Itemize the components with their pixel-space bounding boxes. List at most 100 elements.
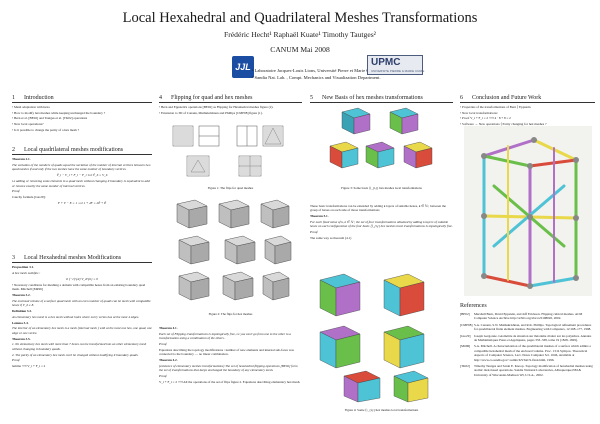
flipping-list: • Bern and Eppstein's operations [BE02] … [159,105,302,115]
figure-4-hex-transformations [319,273,429,403]
hex-transformation-pair [341,107,419,135]
list-item: • Mesh adaptation with hexa [12,105,50,109]
list-item: • Is it possible to change the parity of… [12,127,80,132]
list-item: • Extension to 3D of Canann, Muthukrishn… [159,110,263,115]
equation: Σ (−1)^{d} V_d^{b} = 0 [66,276,98,281]
list-item: • Software → New operations ⟨ Parity cha… [460,122,547,127]
theorem-text: The enclosed volume of a surface quad me… [12,298,151,308]
hex-transformation-block [319,273,361,317]
proof-label: Proof. [12,189,21,194]
figure-2-caption: Figure 2: The flips for hex meshes [208,312,253,316]
body-text: Cauchy formula [Gio29]: [12,195,46,200]
figure-3-caption: Figure 3: Some basis ⟨⟩_{i,j} hex meshes… [341,186,422,190]
poster-header: Local Hexahedral and Quadrilateral Meshe… [0,0,600,92]
theorem-heading: Theorem 3.5. [12,336,31,341]
figure-4-caption: Figure 4: Some ⟨⟩_{i,j} hex meshes local… [344,408,419,412]
theorem-text: (existence of elementary meshes transfor… [159,363,298,373]
hex-cluster-cube [222,271,254,301]
quad-mesh-cell [172,125,194,147]
poster-title: Local Hexahedral and Quadrilateral Meshe… [122,10,478,26]
hex-cluster-cube [262,271,290,301]
theorem-heading: Theorem 2.1. [12,157,31,161]
figure-1-caption: Figure 1: The flips for quad meshes [207,186,254,190]
hex-cluster-cube [178,271,210,301]
affiliation-2: ² Sandia Nat. Lab. , Compt. Mechanics an… [252,75,381,80]
figure-3-basis-transformations [329,107,433,169]
reference-item: [CMP98]S.A. Canann, S.N. Muthukrishnan, … [460,322,592,332]
list-item: • Bern et al. [BE02] and Tautges et al. … [12,116,88,121]
hex-cluster-cube [218,199,250,229]
theorem-heading: Theorem 3.2. [12,293,31,297]
lemma-text: The interior of an elementary hex mesh i… [12,326,152,335]
theorem-heading: Theorem 5.1. [310,214,329,219]
jjl-logo: JJL [232,56,254,78]
proposition-text: A hex mesh satisfies : [12,270,41,275]
quad-mesh-cell [262,125,284,147]
list-item: 1. No elementary hex mesh with more than… [12,342,147,351]
theorem-heading: Theorem 4.1. [159,326,178,330]
list-item: • Bern and Eppstein's operations [BE02] … [159,105,274,109]
remark-text: i.e adding or removing some elements in … [12,179,150,188]
upmc-logo: UPMC UNIVERSITE PIERRE & MARIE CURIE [367,55,424,75]
conclusion-list: • Properties of the transformations of B… [460,105,595,127]
hex-transformation-block [383,325,425,369]
reference-item: [TK02]Timothy Tautges and Sarah E. Knoop… [460,364,593,377]
reference-item: [BE02]Marshall Bern, David Eppstein, and… [460,312,583,321]
theorem-heading: Theorem 4.2. [159,358,178,362]
event-line: CANUM Mai 2008 [270,45,330,54]
proof-label: Proof. [159,342,168,346]
list-item: • New local transformations: [460,110,498,115]
list-item: • Proof V_i + F_i = 2 ⟹ 4 · 8 + 8 = 2 [460,116,511,121]
proof-text: V_i + F_i = 2 ⟹ All the operations of th… [159,379,301,384]
section-references: References [BE02]Marshall Bern, David Ep… [460,302,595,379]
list-item: • How to modify hex meshes while keeping… [12,110,106,115]
proof-label: Proof. [310,230,319,235]
theorem-text: For each fixed value of k, k ∈ ℕ ; the s… [310,220,453,229]
hex-transformation-block [393,370,429,403]
theorem-text: Each set of Flipping transformations is … [159,331,291,341]
quad-mesh-cell [186,155,210,177]
hex-cluster-cube [260,199,290,229]
proof-label: Proof. [159,374,168,378]
body-text: These basic transformations can be exten… [310,204,446,213]
proposition-heading: Proposition 3.1. [12,265,35,269]
photo-hex-model [464,126,592,296]
list-item: 2. The parity of an elementary hex mesh … [12,352,139,357]
hex-cluster-cube [264,235,292,265]
list-item: • New local operations? [12,122,44,127]
new-basis-text: These basic transformations can be exten… [310,204,453,242]
body-text: • Necessary conditions for meshing a dom… [12,282,146,292]
definition-heading: Definition 3.3. [12,309,32,313]
theorem-text: The variation of the numbers of quads eq… [12,162,151,172]
equation: F + V − E = 1 ⟹ 1 + 4F = 2Ẽ + Ẽ [57,201,107,206]
hex-cluster-cube [224,235,256,265]
intro-list: • Mesh adaptation with hexa • How to mod… [12,105,152,132]
definition-text: An elementary hex mesh is a hex mesh wit… [12,314,140,319]
author-list: Frédéric Hecht¹ Raphaël Kuate¹ Timothy T… [224,30,376,39]
hex-transformation-block [319,325,361,369]
flipping-theorems: Theorem 4.1. Each set of Flipping transf… [159,326,302,386]
hex-transformation-pair [329,141,433,169]
hex-cluster-cube [178,235,210,265]
hex-cluster-cube [176,199,208,229]
model-joints [481,137,579,289]
hex-transformation-block [383,273,425,317]
figure-1-quad-flips [172,125,284,177]
figure-2-hex-flips [176,199,292,301]
